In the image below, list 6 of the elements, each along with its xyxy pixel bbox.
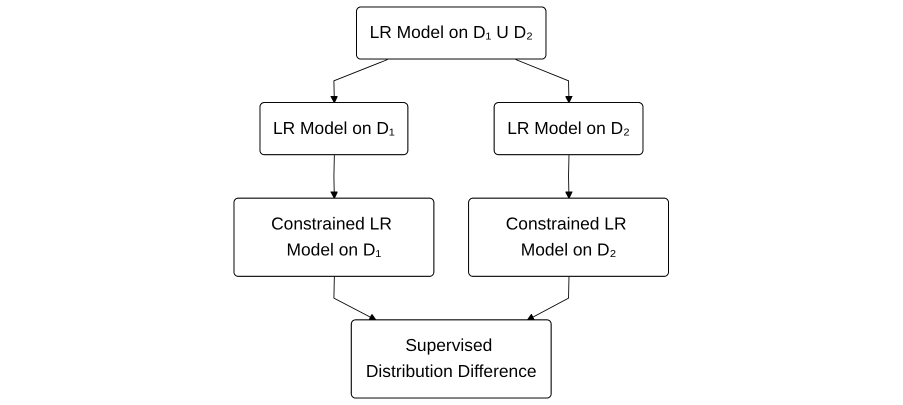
arrow — [330, 59, 388, 104]
arrow — [565, 154, 573, 199]
arrow — [334, 276, 377, 321]
arrow — [515, 59, 573, 104]
arrow — [330, 154, 338, 199]
arrow — [527, 276, 570, 321]
